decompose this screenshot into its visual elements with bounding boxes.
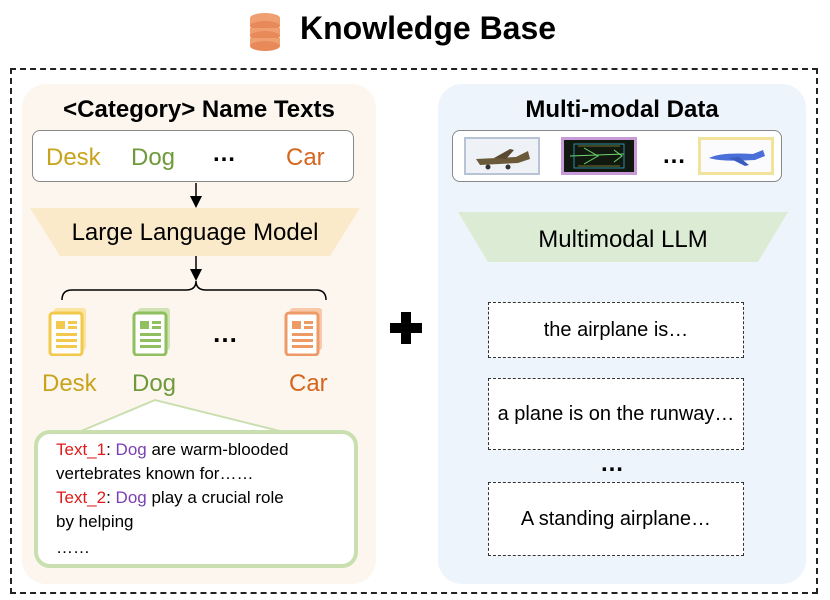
caption-3: A standing airplane…	[488, 482, 744, 556]
document-label-car: Car	[289, 370, 328, 397]
document-icon-dog	[132, 308, 170, 356]
airplane-blueprint-thumbnail	[561, 137, 637, 175]
page-title: Knowledge Base	[300, 10, 557, 46]
documents-ellipsis: …	[212, 318, 238, 348]
caption-2: a plane is on the runway…	[488, 378, 744, 450]
text-2-line-2: by helping	[56, 512, 134, 531]
document-label-desk: Desk	[42, 370, 97, 397]
category-name-desk: Desk	[46, 144, 101, 171]
texts-more: ……	[56, 538, 90, 557]
mllm-label: Multimodal LLM	[538, 226, 708, 253]
category-names-ellipsis: …	[212, 140, 236, 167]
mllm-block	[458, 212, 788, 262]
text-1-rest: are warm-blooded	[146, 440, 289, 459]
caption-1: the airplane is…	[488, 302, 744, 358]
knowledge-base-frame	[10, 68, 818, 594]
images-ellipsis: …	[662, 142, 686, 169]
airplane-photo-thumbnail	[464, 137, 540, 175]
captions-ellipsis: …	[600, 450, 624, 477]
llm-label: Large Language Model	[71, 219, 319, 246]
document-icon-desk	[48, 308, 86, 356]
airplane-render-thumbnail	[698, 137, 774, 175]
text-1-line-2: vertebrates known for……	[56, 464, 254, 483]
llm-block	[30, 208, 360, 256]
plus-icon	[390, 312, 422, 344]
name-texts-title: <Category> Name Texts	[63, 96, 335, 123]
database-icon	[250, 13, 280, 51]
category-name-car: Car	[286, 144, 325, 171]
text-2-subject: Dog	[115, 488, 147, 507]
category-name-dog: Dog	[131, 144, 176, 171]
document-label-dog: Dog	[132, 370, 177, 397]
text-1-label: Text_1	[56, 440, 107, 459]
category-names-box	[32, 130, 354, 182]
text-2-line: Text_2: Dog play a crucial role	[56, 488, 284, 507]
text-1-line: Text_1: Dog are warm-blooded	[56, 440, 289, 459]
multimodal-title: Multi-modal Data	[525, 96, 719, 123]
text-1-subject: Dog	[115, 440, 147, 459]
text-2-label: Text_2	[56, 488, 107, 507]
document-icon-car	[284, 308, 322, 356]
generated-texts-box	[34, 430, 358, 568]
text-2-rest: play a crucial role	[146, 488, 284, 507]
